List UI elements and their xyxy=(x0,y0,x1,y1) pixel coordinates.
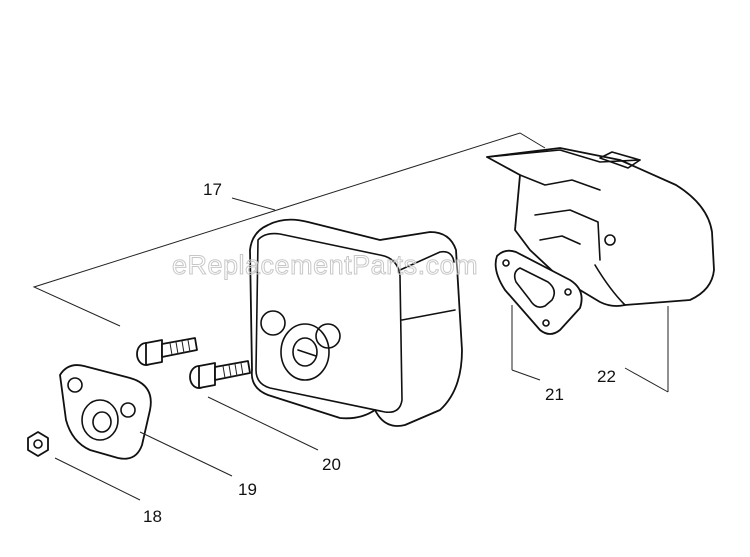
callout-20: 20 xyxy=(322,455,341,474)
bolt-upper xyxy=(136,337,198,366)
callout-21: 21 xyxy=(545,385,564,404)
muffler-cover-22 xyxy=(486,147,715,393)
bolt-lower xyxy=(189,360,251,389)
muffler-body-17 xyxy=(249,218,463,427)
assembly-bracket-17 xyxy=(32,132,546,327)
callout-17: 17 xyxy=(203,180,222,199)
gasket-21 xyxy=(494,249,583,381)
callout-18: 18 xyxy=(143,507,162,526)
nut-18 xyxy=(27,431,141,501)
callout-19: 19 xyxy=(238,480,257,499)
watermark-text: eReplacementParts.com xyxy=(172,250,478,280)
callout-22: 22 xyxy=(597,367,616,386)
bolts-20 xyxy=(136,337,319,451)
flange-plate-19 xyxy=(59,364,233,477)
